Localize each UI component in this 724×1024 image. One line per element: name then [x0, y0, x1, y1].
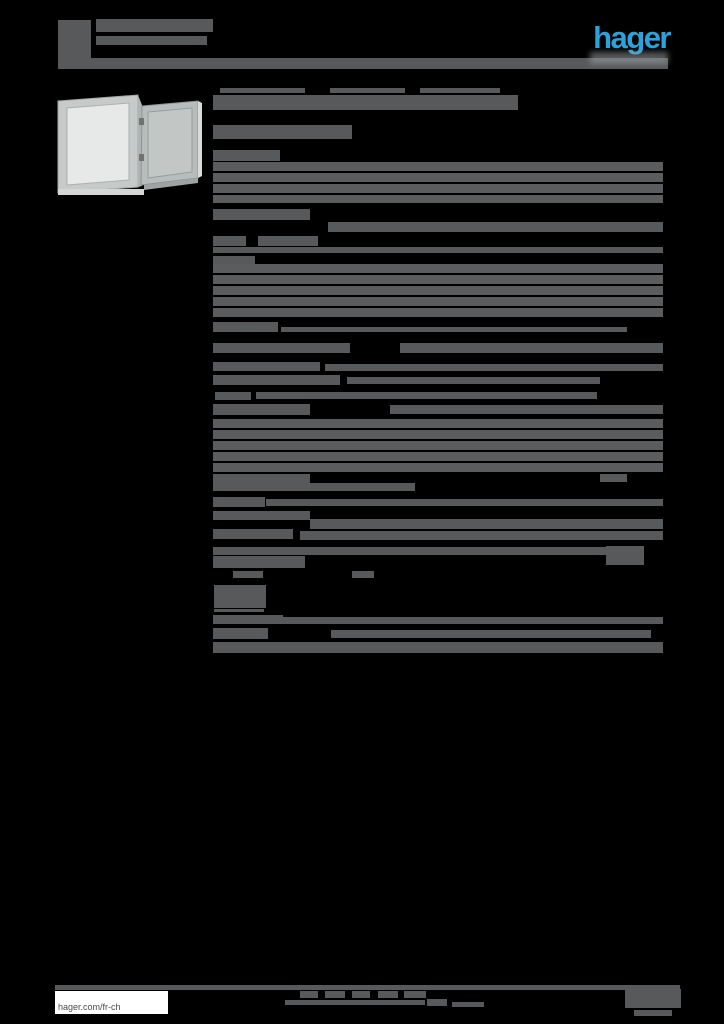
spec-label-bar	[258, 236, 318, 246]
door-inner-panel	[147, 107, 193, 179]
enclosure-interior	[66, 102, 130, 186]
steel-enclosure-open-door-image	[57, 94, 202, 195]
spec-value-bar	[310, 519, 663, 529]
footer-mark	[300, 991, 318, 998]
title-ascenders	[330, 88, 405, 93]
door-bottom-sill	[144, 178, 198, 190]
footer-mark	[378, 991, 398, 998]
spec-label-bar	[213, 615, 283, 624]
spec-label-bar	[213, 474, 310, 483]
spec-label-bar	[213, 556, 305, 568]
logo-shadow	[590, 52, 668, 64]
hinge-icon	[139, 154, 144, 161]
spec-value-bar	[600, 474, 627, 482]
section-heading-bar	[213, 150, 280, 161]
hinge-icon	[139, 118, 144, 125]
section-heading-bar	[213, 256, 255, 265]
footer-signature-mark	[452, 1002, 484, 1007]
spec-label-bar	[215, 392, 251, 400]
spec-value-bar	[400, 343, 663, 353]
spec-value-bar	[328, 222, 663, 232]
enclosure-bottom-flange	[58, 189, 144, 195]
paragraph-block	[213, 419, 663, 473]
footer-rule	[55, 985, 680, 990]
large-figure-bar	[214, 585, 266, 608]
spec-value-block	[606, 546, 644, 565]
spec-leader-bar	[325, 364, 663, 371]
spec-leader-bar	[347, 377, 600, 384]
header-subtitle-bar	[96, 36, 207, 45]
paragraph-block	[213, 162, 663, 203]
spec-label-bar	[213, 236, 246, 246]
spec-leader-bar	[281, 617, 663, 624]
hager-logo: hager	[593, 20, 671, 55]
spec-label-bar	[213, 404, 310, 415]
spec-label-bar	[213, 497, 265, 507]
footer-website-link[interactable]: hager.com/fr-ch	[58, 1002, 121, 1012]
spec-label-bar	[213, 343, 350, 353]
door-edge	[198, 101, 202, 178]
spec-leader-bar	[331, 630, 651, 638]
footer-mark	[352, 991, 370, 998]
spec-label-bar	[213, 529, 293, 539]
small-text-bar	[352, 571, 374, 578]
header-logo-block	[58, 20, 91, 58]
footer-mark	[404, 991, 426, 998]
small-text-bar	[233, 571, 263, 578]
product-title-bar	[213, 95, 518, 110]
spec-leader-bar	[266, 499, 663, 506]
spec-label-bar	[213, 483, 415, 491]
spec-leader-bar	[256, 392, 597, 399]
footer-signature-mark	[427, 999, 447, 1006]
title-ascenders	[220, 88, 305, 93]
spec-label-bar	[213, 362, 320, 371]
product-photo	[56, 88, 206, 198]
spec-label-bar	[213, 628, 268, 639]
title-ascenders	[420, 88, 500, 93]
spec-leader-bar	[213, 547, 606, 555]
spec-label-bar	[213, 322, 278, 332]
footer-website-box: hager.com/fr-ch	[55, 991, 168, 1014]
spec-leader-bar	[213, 247, 663, 253]
paragraph-block	[213, 264, 663, 318]
page-number-subline	[634, 1010, 672, 1016]
spec-value-bar	[300, 531, 663, 540]
bottom-row-bar	[213, 642, 663, 653]
spec-label-bar	[213, 375, 340, 385]
spec-label-bar	[213, 511, 310, 520]
page-number-block	[625, 989, 681, 1008]
header-rule	[58, 58, 668, 69]
footer-text-line	[285, 1000, 425, 1005]
large-figure-underline	[214, 609, 264, 612]
section-heading-bar	[213, 209, 310, 220]
product-reference-bar	[213, 125, 352, 139]
spec-value-bar	[390, 405, 663, 414]
footer-mark	[325, 991, 345, 998]
header-title-bar	[96, 19, 213, 32]
spec-leader-bar	[281, 327, 627, 332]
